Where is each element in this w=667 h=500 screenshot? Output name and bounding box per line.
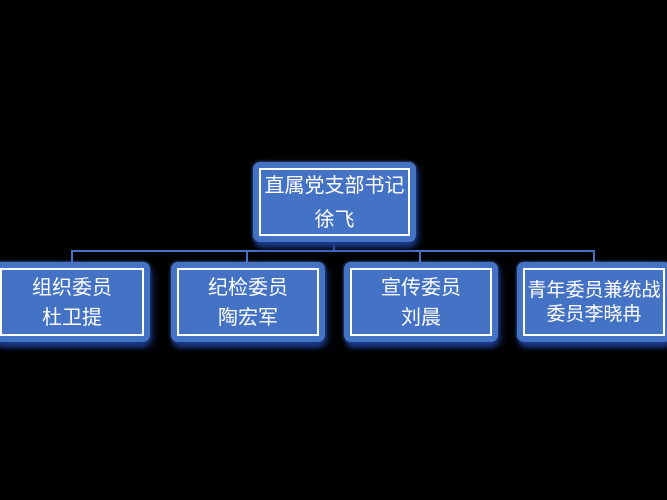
connector-drop-publicity [419,250,421,264]
node-title: 青年委员兼统战 [527,279,661,301]
connector-drop-youth [593,250,595,264]
org-node-discipline-frame: 纪检委员 陶宏军 [177,268,319,336]
connector-drop-discipline [246,250,248,264]
org-node-youth-frame: 青年委员兼统战 委员李晓冉 [523,268,665,336]
node-name: 杜卫提 [42,305,102,329]
node-title: 组织委员 [32,275,112,299]
org-node-secretary-frame: 直属党支部书记 徐飞 [259,168,410,236]
connector-drop-organization [71,250,73,264]
node-title: 纪检委员 [208,275,288,299]
org-node-organization: 组织委员 杜卫提 [0,262,150,342]
node-title: 宣传委员 [381,275,461,299]
org-node-secretary: 直属党支部书记 徐飞 [253,162,416,242]
node-name: 徐飞 [314,207,355,231]
node-name: 刘晨 [401,305,441,329]
connector-horizontal-bar [71,250,595,252]
node-name: 陶宏军 [218,305,278,329]
org-node-publicity: 宣传委员 刘晨 [344,262,498,342]
org-node-publicity-frame: 宣传委员 刘晨 [350,268,492,336]
org-node-organization-frame: 组织委员 杜卫提 [0,268,144,336]
org-node-discipline: 纪检委员 陶宏军 [171,262,325,342]
connector-root-stub [333,241,335,251]
org-node-youth: 青年委员兼统战 委员李晓冉 [517,262,667,342]
node-name: 委员李晓冉 [546,303,642,325]
node-title: 直属党支部书记 [264,173,405,197]
